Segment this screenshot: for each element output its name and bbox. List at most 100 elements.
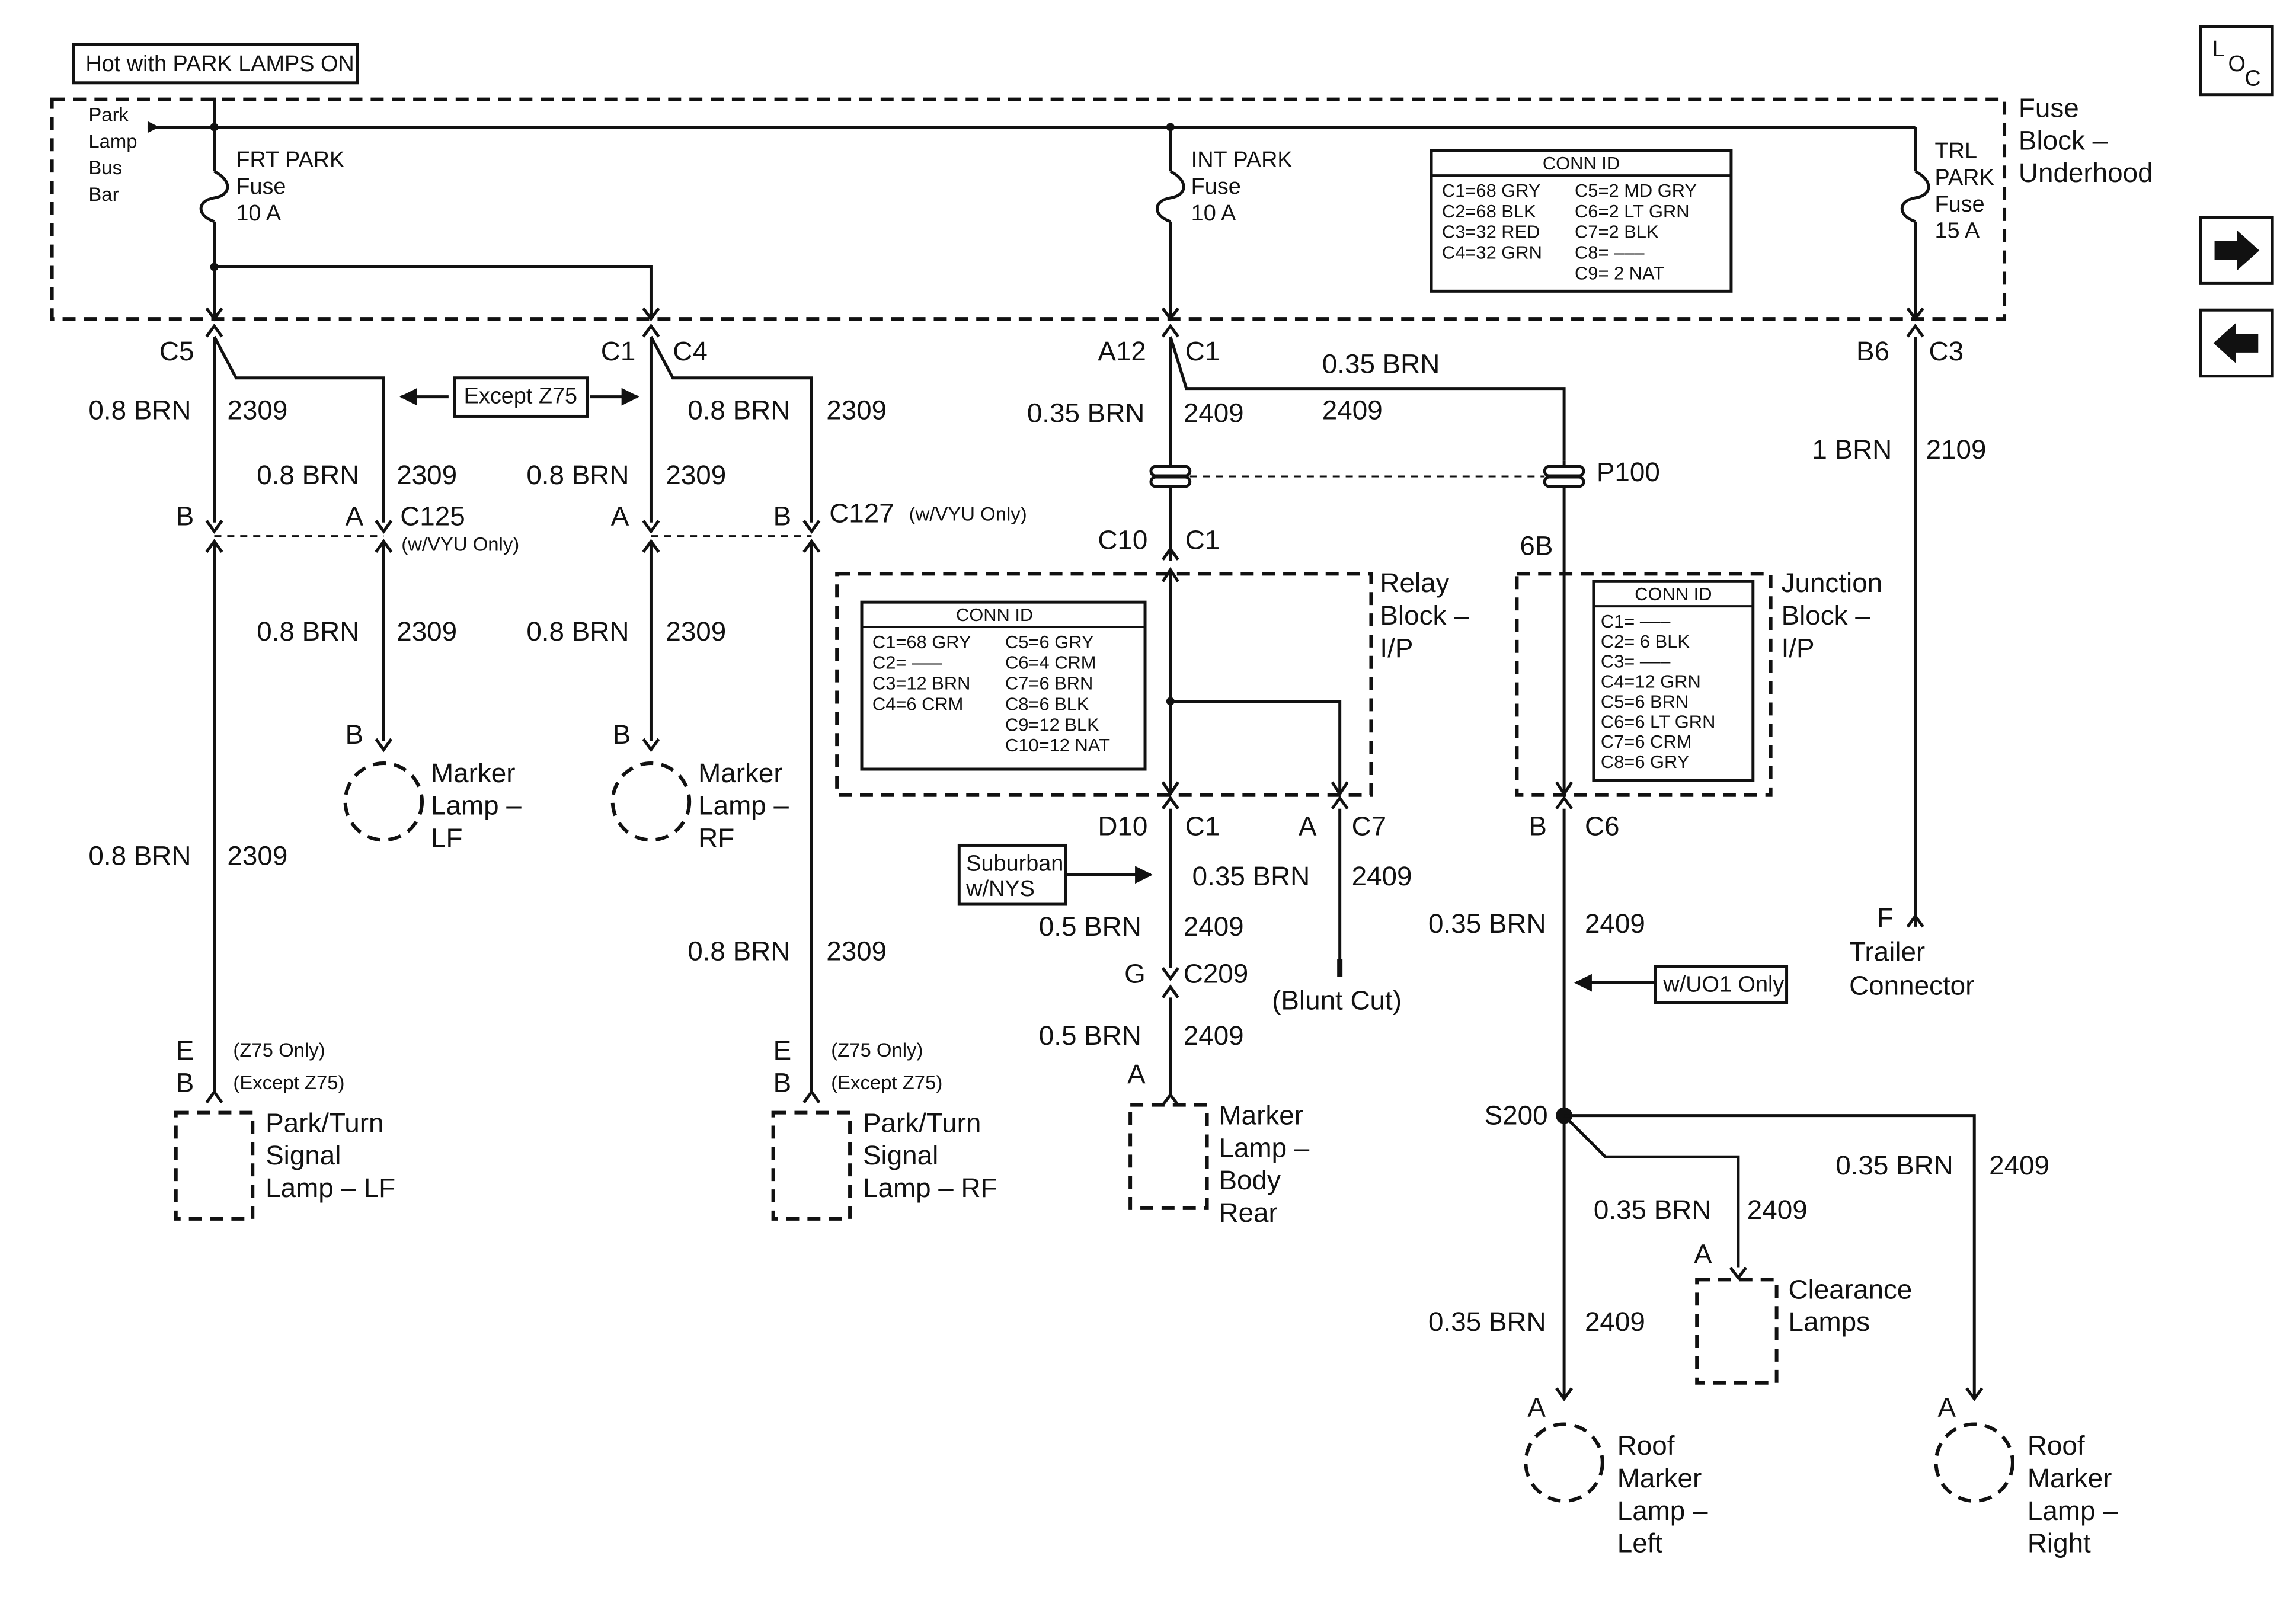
svg-text:C2= –––: C2= –––	[872, 652, 942, 673]
svg-text:RF: RF	[698, 822, 734, 853]
svg-text:0.35 BRN: 0.35 BRN	[1835, 1150, 1953, 1180]
connector-6b: 6B	[1520, 530, 1553, 561]
svg-text:A: A	[1299, 811, 1317, 841]
svg-text:0.8 BRN: 0.8 BRN	[257, 460, 359, 490]
svg-text:B: B	[773, 1068, 792, 1098]
svg-text:(Except Z75): (Except Z75)	[233, 1071, 344, 1093]
int-amp-label: 10 A	[1191, 201, 1236, 226]
svg-text:Lamp –: Lamp –	[1617, 1496, 1708, 1526]
svg-text:2409: 2409	[1184, 1020, 1244, 1051]
svg-text:0.35 BRN: 0.35 BRN	[1027, 398, 1145, 428]
splice-s200-label: S200	[1485, 1100, 1548, 1131]
svg-text:C6=4 CRM: C6=4 CRM	[1005, 652, 1096, 673]
svg-text:C7=6 BRN: C7=6 BRN	[1005, 673, 1093, 694]
svg-text:F: F	[1877, 902, 1894, 933]
next-page-button[interactable]	[2199, 216, 2274, 285]
svg-text:C2=68 BLK: C2=68 BLK	[1442, 201, 1536, 222]
svg-text:A: A	[611, 501, 629, 532]
svg-text:C2= 6 BLK: C2= 6 BLK	[1601, 631, 1690, 652]
svg-text:I/P: I/P	[1782, 633, 1815, 663]
svg-text:CONN ID: CONN ID	[956, 604, 1033, 625]
svg-text:2309: 2309	[666, 460, 726, 490]
svg-text:0.8 BRN: 0.8 BRN	[88, 840, 191, 870]
svg-text:Lamp –: Lamp –	[2028, 1496, 2118, 1526]
svg-text:Block –: Block –	[1380, 600, 1469, 630]
connector-c10: C10	[1098, 525, 1147, 555]
trl-label: TRL	[1935, 139, 1977, 164]
svg-text:C4=12 GRN: C4=12 GRN	[1601, 671, 1701, 692]
svg-text:2409: 2409	[1184, 398, 1244, 428]
marker-lamp-lf: B Marker Lamp – LF	[343, 719, 522, 853]
svg-text:B: B	[176, 501, 194, 532]
connector-c1: C1	[601, 336, 636, 366]
svg-text:0.5 BRN: 0.5 BRN	[1039, 911, 1141, 942]
svg-text:w/NYS: w/NYS	[965, 876, 1035, 901]
junction-block-conn-id-table: CONN ID C1= ––– C2= 6 BLK C3= ––– C4=12 …	[1592, 580, 1755, 782]
suburban-nys-callout: Suburban w/NYS	[957, 843, 1153, 906]
svg-text:Roof: Roof	[1617, 1430, 1675, 1461]
svg-text:LF: LF	[431, 822, 462, 853]
svg-text:B: B	[176, 1068, 194, 1098]
connector-c209: C209	[1184, 959, 1248, 989]
svg-text:Clearance: Clearance	[1789, 1274, 1913, 1304]
previous-page-button[interactable]	[2199, 308, 2274, 378]
svg-text:C9= 2 NAT: C9= 2 NAT	[1575, 263, 1664, 283]
int-park-label: INT PARK	[1191, 148, 1293, 172]
trailer-connector: F Trailer Connector	[1849, 337, 1974, 1000]
svg-text:C1: C1	[1185, 811, 1220, 841]
svg-text:A: A	[346, 501, 364, 532]
connector-p100: P100	[1597, 457, 1660, 487]
location-button[interactable]: L O C	[2199, 25, 2274, 97]
svg-text:(Except Z75): (Except Z75)	[831, 1071, 942, 1093]
svg-text:A: A	[1527, 1392, 1546, 1422]
marker-lamp-body-rear: A Marker Lamp – Body Rear	[1127, 1059, 1310, 1228]
svg-text:2409: 2409	[1585, 1307, 1645, 1337]
park-turn-lamp-lf: E B (Z75 Only) (Except Z75) Park/Turn Si…	[174, 1035, 395, 1221]
int-park-fuse-icon	[1155, 169, 1185, 223]
fuse-block-name-1: Fuse	[2019, 93, 2079, 123]
connector-c3: C3	[1929, 336, 1964, 366]
svg-text:Lamp –: Lamp –	[1219, 1132, 1310, 1163]
svg-text:G: G	[1124, 959, 1146, 989]
svg-text:C1= –––: C1= –––	[1601, 611, 1671, 632]
svg-text:2409: 2409	[1322, 395, 1383, 425]
svg-text:2309: 2309	[826, 936, 887, 966]
fuse-block-outline	[50, 97, 2007, 321]
svg-text:A: A	[1937, 1392, 1956, 1422]
connector-c4: C4	[673, 336, 708, 366]
svg-text:1 BRN: 1 BRN	[1812, 434, 1892, 465]
svg-text:0.8 BRN: 0.8 BRN	[687, 936, 790, 966]
fuse-block-underhood: Hot with PARK LAMPS ON Park Lamp Bus Bar…	[50, 43, 2153, 321]
uo1-only-callout: w/UO1 Only	[1574, 965, 1789, 1004]
svg-text:Except Z75: Except Z75	[464, 384, 577, 409]
svg-text:C4=6 CRM: C4=6 CRM	[872, 693, 963, 714]
svg-text:C8= –––: C8= –––	[1575, 242, 1645, 263]
blunt-cut-label: (Blunt Cut)	[1272, 985, 1402, 1015]
svg-text:Park/Turn: Park/Turn	[266, 1108, 383, 1138]
svg-text:0.8 BRN: 0.8 BRN	[526, 616, 629, 646]
svg-text:Roof: Roof	[2028, 1430, 2085, 1461]
connector-c7: C7	[1352, 811, 1387, 841]
svg-text:C3=12 BRN: C3=12 BRN	[872, 673, 971, 694]
connector-c127: C127	[829, 498, 894, 529]
bus-arrow-icon	[147, 121, 159, 133]
svg-text:Block –: Block –	[1782, 600, 1871, 630]
svg-text:B: B	[613, 719, 631, 750]
clearance-lamps: A Clearance Lamps	[1694, 1239, 1913, 1385]
roof-marker-lamp-left: A Roof Marker Lamp – Left	[1524, 1392, 1708, 1558]
bus-label-2: Lamp	[88, 130, 137, 152]
bus-label-4: Bar	[88, 183, 119, 205]
roof-marker-lamp-right: A Roof Marker Lamp – Right	[1934, 1392, 2118, 1558]
roof-marker-circuit	[1555, 795, 1984, 1401]
svg-text:Rear: Rear	[1219, 1198, 1278, 1228]
svg-text:Junction: Junction	[1782, 568, 1883, 598]
svg-text:E: E	[176, 1035, 194, 1065]
svg-text:(w/VYU Only): (w/VYU Only)	[401, 533, 519, 555]
svg-text:Right: Right	[2028, 1528, 2091, 1558]
svg-text:C7=2 BLK: C7=2 BLK	[1575, 222, 1659, 242]
bus-label-1: Park	[88, 104, 129, 126]
svg-text:C4=32 GRN: C4=32 GRN	[1442, 242, 1542, 263]
svg-text:A: A	[1127, 1059, 1146, 1089]
frt-park-label: FRT PARK	[236, 148, 344, 172]
